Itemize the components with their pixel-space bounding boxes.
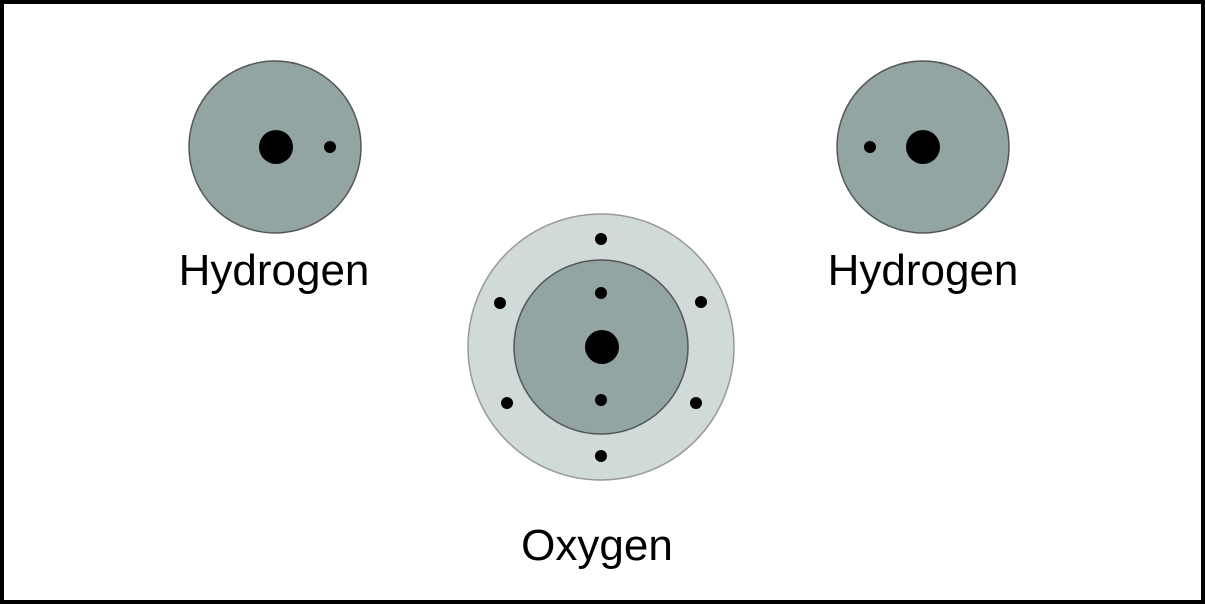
nucleus [259,130,293,164]
electron [595,233,607,245]
nucleus [906,130,940,164]
electron [324,141,336,153]
electron [595,394,607,406]
oxygen-label: Oxygen [521,521,673,570]
hydrogen-label-left: Hydrogen [178,246,370,295]
electron [595,287,607,299]
electron [501,397,513,409]
electron [494,297,506,309]
nucleus [585,330,619,364]
electron [864,141,876,153]
hydrogen-atom-right [836,60,1010,234]
electron [690,397,702,409]
hydrogen-atom-left [188,60,362,234]
electron [695,296,707,308]
hydrogen-label-right: Hydrogen [827,246,1019,295]
electron [595,450,607,462]
oxygen-atom [467,213,735,481]
